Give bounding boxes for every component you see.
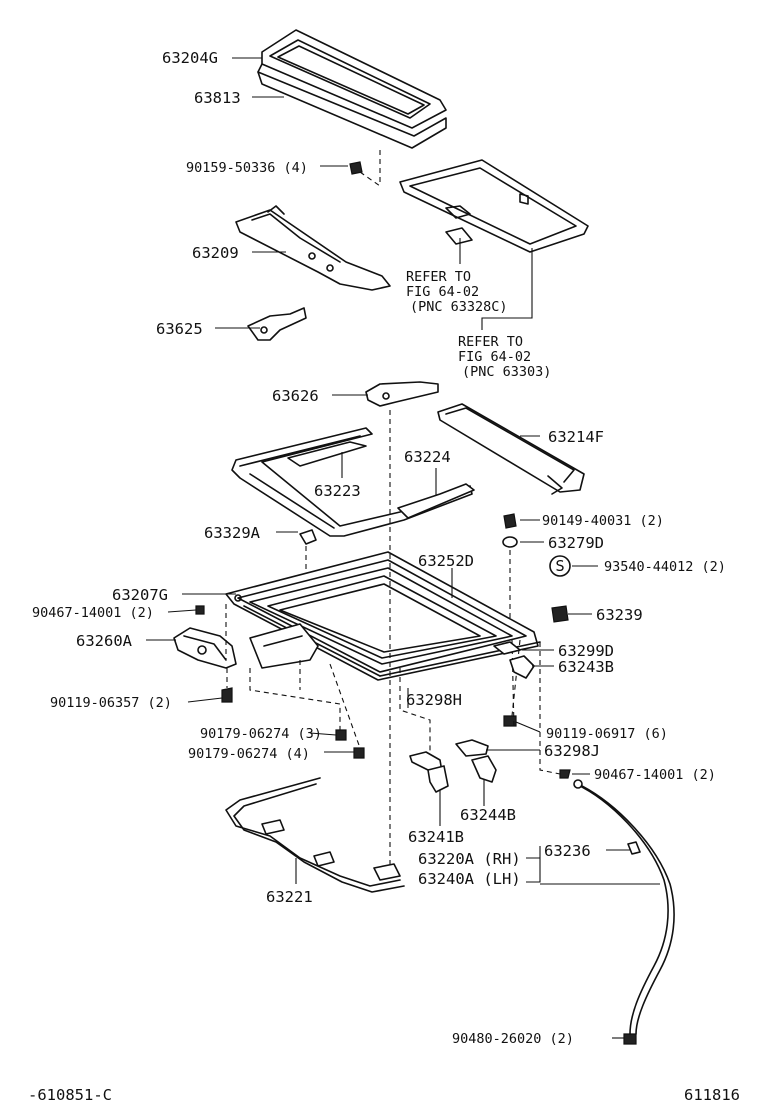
label-63241b: 63241B [408, 828, 464, 846]
drive-cable-part [573, 779, 675, 1035]
label-63214f: 63214F [548, 428, 604, 446]
label-90179-06274-4: 90179-06274 (4) [188, 746, 310, 762]
label-63240a-lh: 63240A (LH) [418, 870, 521, 888]
bracket-63625-part [247, 307, 307, 341]
label-90119-06357: 90119-06357 (2) [50, 695, 172, 711]
label-63220a-rh: 63220A (RH) [418, 850, 521, 868]
sunshade-part [399, 159, 589, 253]
label-90480-26020: 90480-26020 (2) [452, 1031, 574, 1047]
bracket-63626-part [365, 381, 439, 407]
label-63239: 63239 [596, 606, 643, 624]
label-90149-40031: 90149-40031 (2) [542, 513, 664, 529]
guide-brackets [409, 739, 497, 793]
label-63626: 63626 [272, 387, 319, 405]
circled-s-symbol: S [549, 555, 571, 577]
label-63236: 63236 [544, 842, 591, 860]
weatherstrip-part [257, 63, 447, 149]
label-pnc-63328c: (PNC 63328C) [410, 299, 508, 315]
label-63243b: 63243B [558, 658, 614, 676]
label-63625: 63625 [156, 320, 203, 338]
label-63223: 63223 [314, 482, 361, 500]
label-63329a: 63329A [204, 524, 261, 542]
label-63260a: 63260A [76, 632, 133, 650]
label-63252d: 63252D [418, 552, 474, 570]
label-90467-14001-right: 90467-14001 (2) [594, 767, 716, 783]
label-63298j: 63298J [544, 742, 600, 760]
label-63224: 63224 [404, 448, 451, 466]
part-number-labels: 63204G 63813 90159-50336 (4) 63209 REFER… [28, 49, 740, 1104]
bolt-cap-parts [502, 513, 518, 620]
glass-panel-part [261, 29, 447, 129]
label-fig-64-02-1: FIG 64-02 [406, 284, 479, 300]
label-63299d: 63299D [558, 642, 614, 660]
label-refer-to-2: REFER TO [458, 334, 523, 350]
label-63813: 63813 [194, 89, 241, 107]
rail-63214f-part [437, 403, 585, 495]
bracket-63299d-63243b [493, 641, 535, 679]
label-fig-64-02-2: FIG 64-02 [458, 349, 531, 365]
footer-right-code: 611816 [684, 1086, 740, 1104]
label-63221: 63221 [266, 888, 313, 906]
label-63207g: 63207G [112, 586, 168, 604]
small-fasteners [195, 605, 637, 1045]
footer-left-code: -610851-C [28, 1086, 112, 1104]
drain-hose-part [225, 777, 405, 893]
leader-lines [146, 57, 660, 1039]
screw-part [349, 150, 381, 187]
circled-s-text: S [555, 557, 564, 575]
drive-bracket-part [235, 205, 391, 291]
label-93540-44012: 93540-44012 (2) [604, 559, 726, 575]
label-63244b: 63244B [460, 806, 516, 824]
label-90467-14001-left: 90467-14001 (2) [32, 605, 154, 621]
label-63279d: 63279D [548, 534, 604, 552]
label-90179-06274-3: 90179-06274 (3) [200, 726, 322, 742]
assembly-dashed-lines [225, 410, 561, 870]
housing-frame-part [225, 551, 541, 681]
label-90159-50336: 90159-50336 (4) [186, 160, 308, 176]
label-pnc-63303: (PNC 63303) [462, 364, 551, 380]
motor-part [173, 627, 237, 669]
drain-frame-part [231, 427, 475, 537]
label-63209: 63209 [192, 244, 239, 262]
label-63204g: 63204G [162, 49, 218, 67]
label-90119-06917: 90119-06917 (6) [546, 726, 668, 742]
label-refer-to-1: REFER TO [406, 269, 471, 285]
label-63298h: 63298H [406, 691, 462, 709]
